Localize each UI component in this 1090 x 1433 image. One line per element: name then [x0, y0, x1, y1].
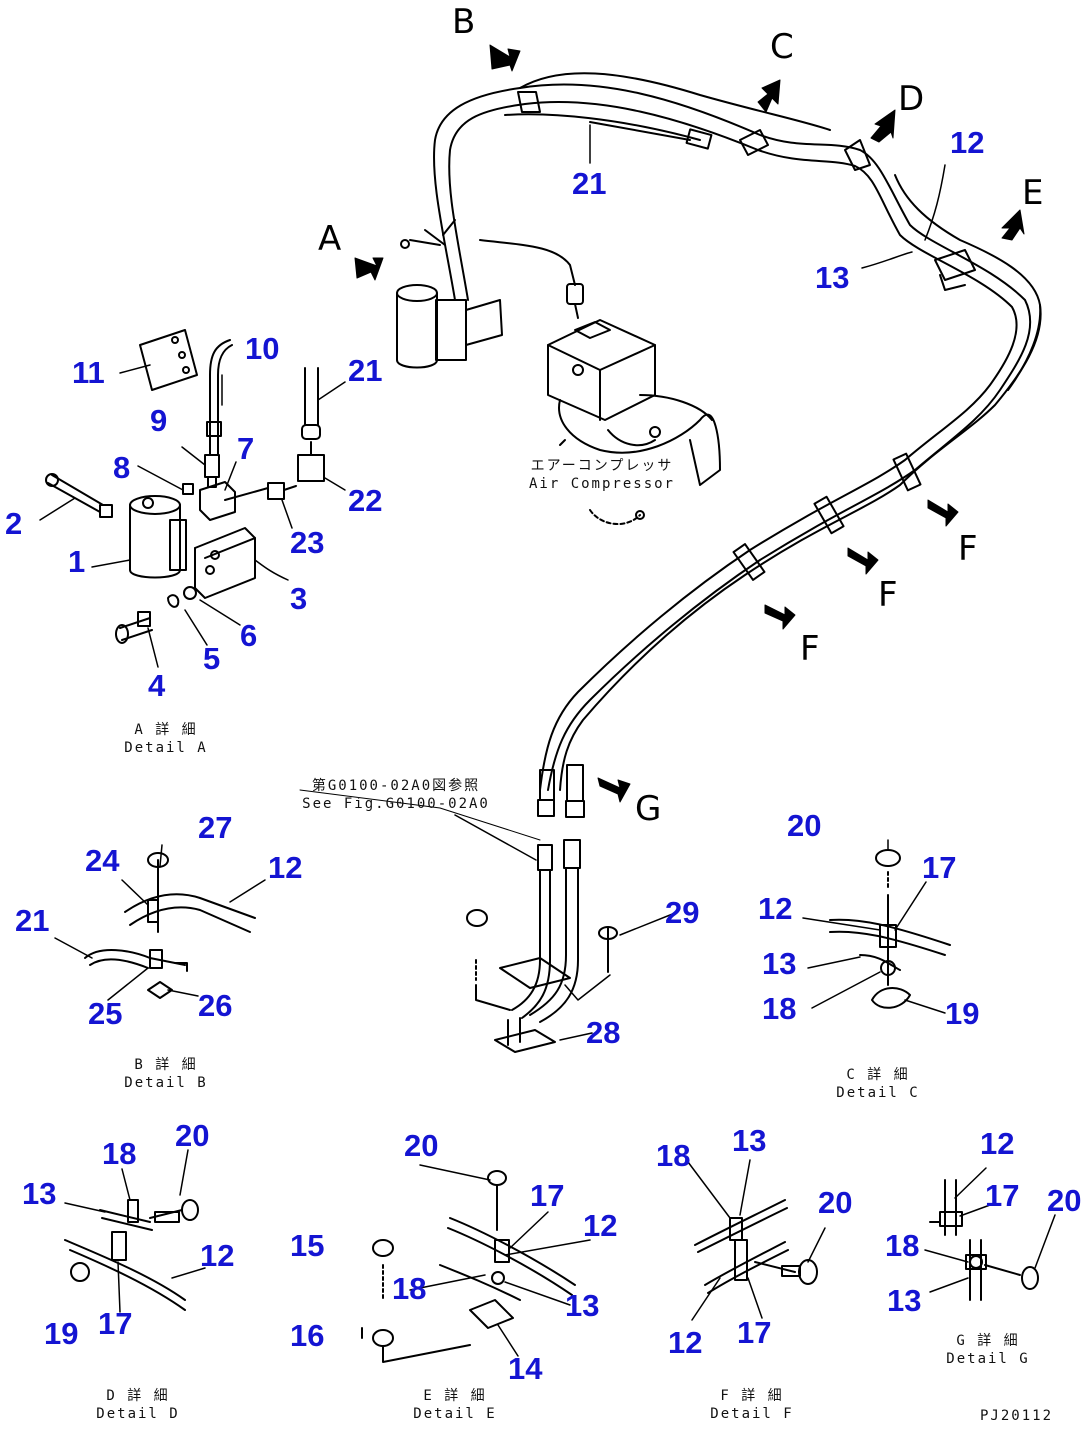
callout-12-detail-g: 12: [980, 1126, 1015, 1161]
callout-20-detail-e: 20: [404, 1128, 439, 1163]
callout-21-detail-a: 21: [348, 353, 383, 388]
callout-12-detail-b: 12: [268, 850, 303, 885]
air-dryer-assembly: [396, 219, 503, 369]
callout-13-detail-g: 13: [887, 1283, 922, 1318]
callout-24: 24: [85, 843, 120, 878]
callout-17-detail-g: 17: [985, 1178, 1020, 1213]
callout-21-detail-b: 21: [15, 903, 50, 938]
callout-13-detail-d: 13: [22, 1176, 57, 1211]
callout-1: 1: [68, 544, 86, 579]
callout-2: 2: [5, 506, 23, 541]
callout-18-detail-f: 18: [656, 1138, 691, 1173]
detail-g-drawing: [929, 1179, 1039, 1301]
callout-29: 29: [665, 895, 700, 930]
detail-f-drawing: [694, 1199, 818, 1294]
callout-13-detail-f: 13: [732, 1123, 767, 1158]
callout-18-detail-d: 18: [102, 1136, 137, 1171]
air-compressor: [547, 319, 721, 526]
callout-20-detail-g: 20: [1047, 1183, 1082, 1218]
callout-10: 10: [245, 331, 280, 366]
callout-12-detail-d: 12: [200, 1238, 235, 1273]
callout-13-detail-c: 13: [762, 946, 797, 981]
detail-c-drawing: [829, 849, 951, 1009]
callout-27: 27: [198, 810, 233, 845]
callout-18-detail-e: 18: [392, 1271, 427, 1306]
callout-3: 3: [290, 581, 308, 616]
callout-20-detail-f: 20: [818, 1185, 853, 1220]
callout-26: 26: [198, 988, 233, 1023]
callout-19-detail-c: 19: [945, 996, 980, 1031]
view-letter-d: D: [898, 79, 925, 119]
view-letter-g: G: [635, 789, 662, 829]
callout-13-detail-e: 13: [565, 1288, 600, 1323]
callout-5: 5: [203, 641, 221, 676]
air-pipe-assembly: [433, 72, 1042, 818]
callout-14: 14: [508, 1351, 543, 1386]
view-letter-a: A: [318, 219, 342, 259]
callout-18-detail-g: 18: [885, 1228, 920, 1263]
callout-17-detail-e: 17: [530, 1178, 565, 1213]
view-letter-b: B: [452, 2, 476, 42]
view-letter-c: C: [770, 27, 794, 67]
drawing-number: PJ20112: [980, 1408, 1054, 1424]
detail-b-drawing: [84, 852, 256, 999]
callout-12-detail-c: 12: [758, 891, 793, 926]
callout-19-detail-d: 19: [44, 1316, 79, 1351]
detail-a-drawing: [45, 329, 325, 644]
callout-18-detail-c: 18: [762, 991, 797, 1026]
arrow-f3-icon: [764, 604, 796, 630]
callout-12: 12: [950, 125, 985, 160]
callout-17-detail-f: 17: [737, 1315, 772, 1350]
view-letter-f1: F: [958, 529, 978, 569]
callout-12-detail-e: 12: [583, 1208, 618, 1243]
fig-reference-drawing: [466, 839, 618, 1053]
arrow-e-icon: [1001, 209, 1025, 241]
view-letter-f2: F: [878, 575, 898, 615]
detail-d-drawing: [64, 1199, 199, 1311]
callout-17-detail-c: 17: [922, 850, 957, 885]
callout-16: 16: [290, 1318, 325, 1353]
callout-22: 22: [348, 483, 383, 518]
callout-25: 25: [88, 996, 123, 1031]
callout-20-detail-d: 20: [175, 1118, 210, 1153]
callout-20-detail-c: 20: [787, 808, 822, 843]
callout-28: 28: [586, 1015, 621, 1050]
arrow-f1-icon: [927, 499, 959, 527]
callout-6: 6: [240, 618, 258, 653]
arrow-f2-icon: [847, 547, 879, 575]
callout-23: 23: [290, 525, 325, 560]
arrow-b-icon: [489, 44, 521, 72]
arrow-a-icon: [354, 257, 384, 281]
callout-8: 8: [113, 450, 131, 485]
view-letter-e: E: [1022, 173, 1044, 213]
view-letter-f3: F: [800, 629, 820, 669]
callout-13: 13: [815, 260, 850, 295]
callout-9: 9: [150, 403, 168, 438]
arrow-c-icon: [757, 79, 781, 113]
callout-12-detail-f: 12: [668, 1325, 703, 1360]
callout-11: 11: [72, 355, 105, 390]
arrow-d-icon: [870, 109, 896, 143]
callout-17-detail-d: 17: [98, 1306, 133, 1341]
callout-7: 7: [237, 431, 255, 466]
callout-4: 4: [148, 668, 166, 703]
view-arrows: [354, 44, 1025, 803]
leader-lines: [39, 124, 1056, 1357]
callout-21: 21: [572, 166, 607, 201]
callout-15: 15: [290, 1228, 325, 1263]
arrow-g-icon: [597, 777, 631, 803]
